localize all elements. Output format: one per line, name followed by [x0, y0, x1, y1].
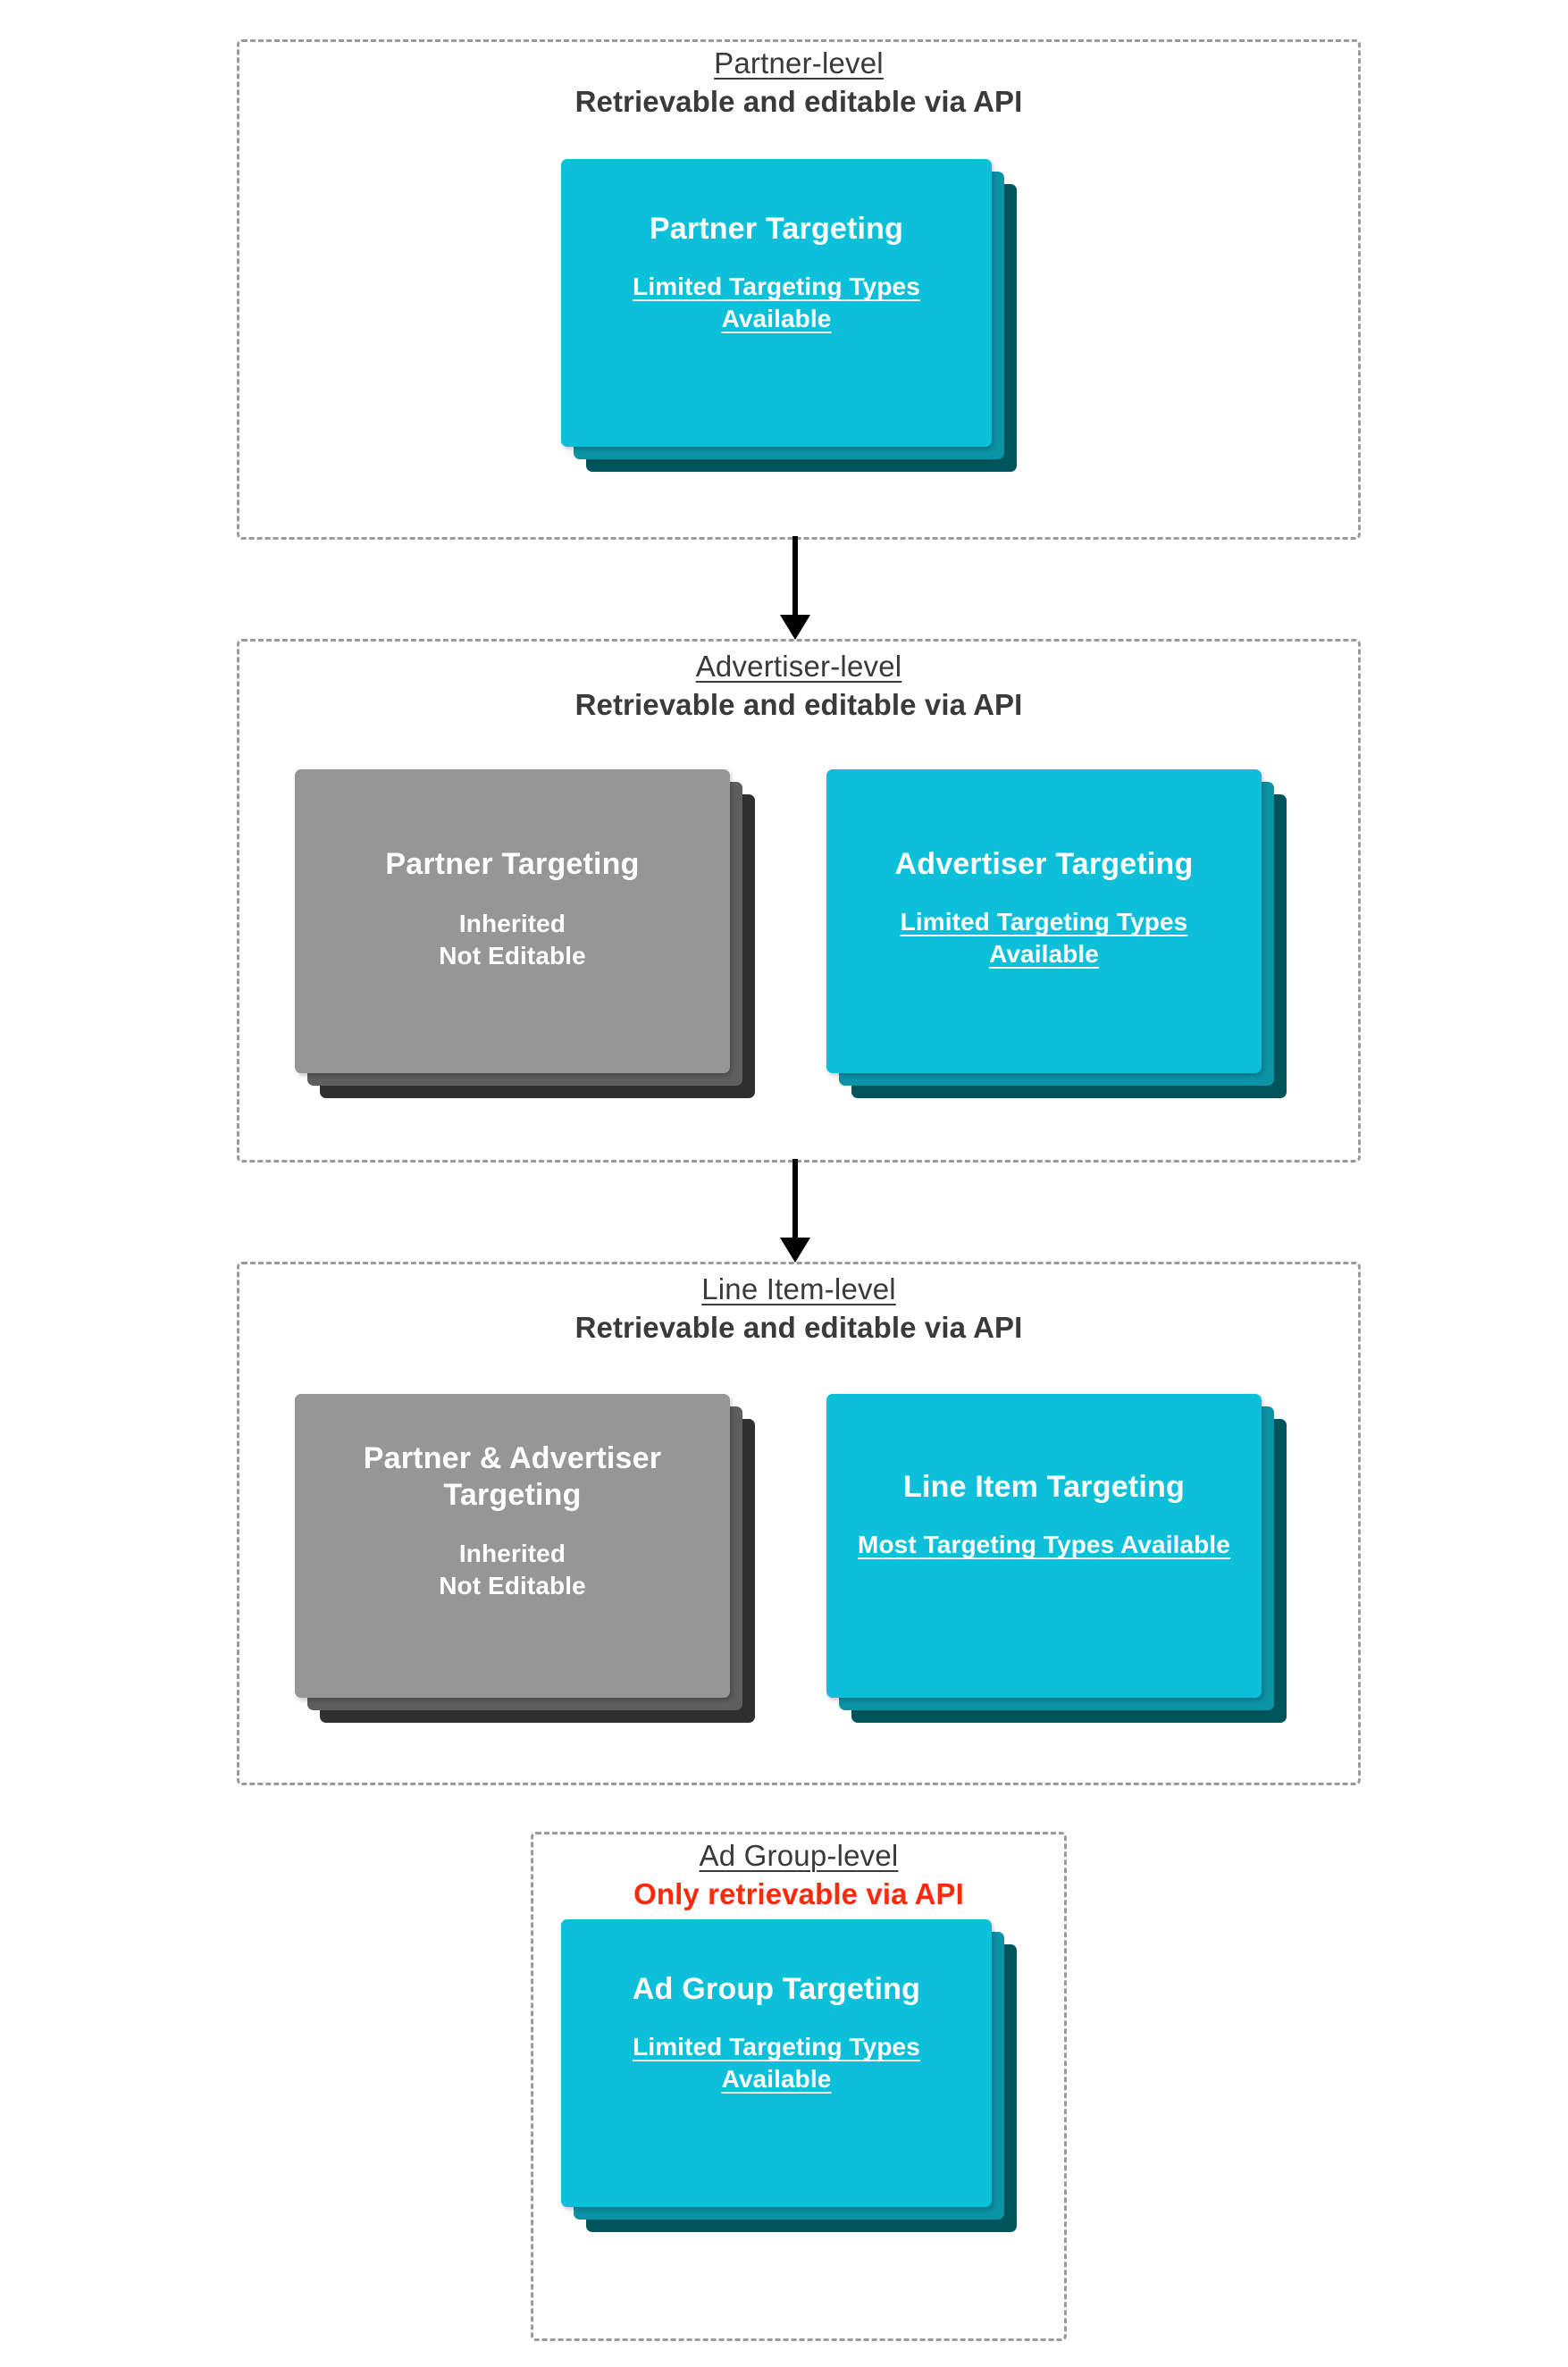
card-note: Limited Targeting Types Available [900, 908, 1188, 969]
card-stack-line-item-inherited[interactable]: Partner & Advertiser Targeting Inherited… [295, 1394, 768, 1751]
card-stack-advertiser-targeting[interactable]: Advertiser Targeting Limited Targeting T… [826, 769, 1300, 1127]
level-box-line-item [237, 1262, 1361, 1785]
connector-advertiser-to-line-item [780, 1159, 810, 1263]
card-stack-advertiser-inherited[interactable]: Partner Targeting Inherited Not Editable [295, 769, 768, 1127]
level-box-ad-group [531, 1832, 1067, 2341]
card-face-ad-group-targeting[interactable]: Ad Group Targeting Limited Targeting Typ… [561, 1919, 992, 2207]
card-title: Ad Group Targeting [632, 1972, 921, 2006]
card-title: Line Item Targeting [903, 1470, 1185, 1504]
card-face-line-item-targeting[interactable]: Line Item Targeting Most Targeting Types… [826, 1394, 1262, 1698]
card-note: Limited Targeting Types Available [633, 273, 920, 333]
card-note: Inherited Not Editable [439, 910, 586, 970]
card-face-advertiser-inherited[interactable]: Partner Targeting Inherited Not Editable [295, 769, 730, 1073]
card-note: Limited Targeting Types Available [633, 2033, 920, 2094]
card-stack-ad-group-targeting[interactable]: Ad Group Targeting Limited Targeting Typ… [561, 1919, 1017, 2268]
card-title: Partner Targeting [385, 847, 640, 881]
card-title: Partner & Advertiser Targeting [363, 1441, 662, 1513]
card-face-line-item-inherited[interactable]: Partner & Advertiser Targeting Inherited… [295, 1394, 730, 1698]
card-title: Advertiser Targeting [894, 847, 1194, 881]
card-face-advertiser-targeting[interactable]: Advertiser Targeting Limited Targeting T… [826, 769, 1262, 1073]
card-note: Most Targeting Types Available [858, 1531, 1230, 1559]
card-note: Inherited Not Editable [439, 1539, 586, 1599]
card-stack-partner-targeting[interactable]: Partner Targeting Limited Targeting Type… [561, 159, 1017, 472]
card-face-partner-targeting[interactable]: Partner Targeting Limited Targeting Type… [561, 159, 992, 447]
level-box-advertiser [237, 639, 1361, 1163]
connector-partner-to-advertiser [780, 536, 810, 640]
card-stack-line-item-targeting[interactable]: Line Item Targeting Most Targeting Types… [826, 1394, 1300, 1751]
level-box-partner [237, 39, 1361, 540]
card-title: Partner Targeting [649, 212, 904, 246]
